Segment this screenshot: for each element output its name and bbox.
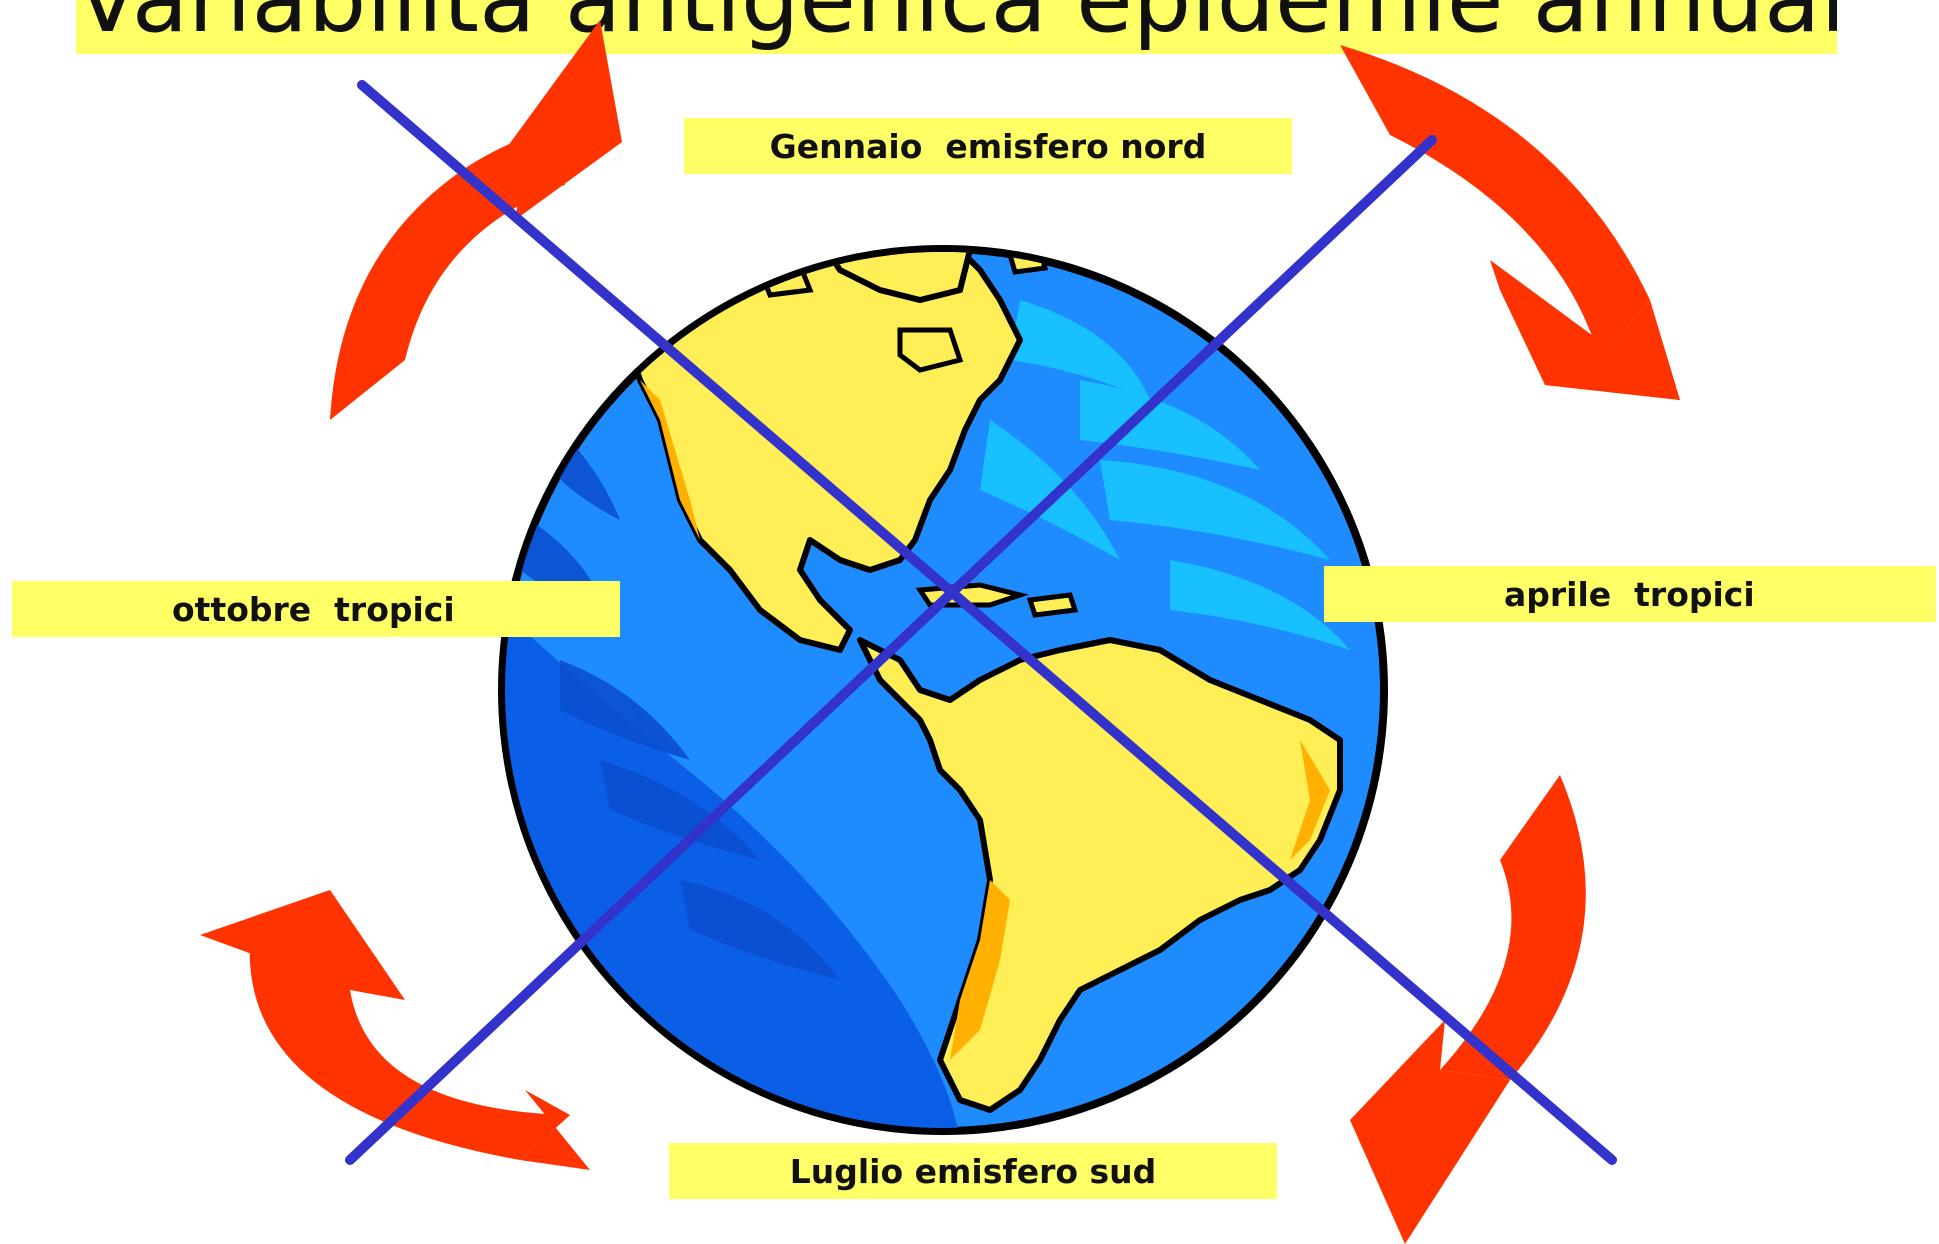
label-north: Gennaio emisfero nord (684, 118, 1292, 174)
title-bar: Variabilità antigenica epidemie annuali (76, 0, 1837, 54)
diagonal-line-2 (345, 135, 1437, 1165)
arrow-top-left (330, 20, 622, 420)
globe-icon (498, 245, 1388, 1135)
diagonal-line-1 (357, 80, 1617, 1165)
arrow-bottom-left (200, 890, 590, 1170)
page-title: Variabilità antigenica epidemie annuali (76, 0, 1837, 48)
label-south: Luglio emisfero sud (669, 1143, 1277, 1199)
arrow-top-right (1340, 45, 1680, 400)
label-east: aprile tropici (1324, 566, 1936, 622)
arrow-bottom-right (1350, 775, 1586, 1244)
label-west: ottobre tropici (12, 581, 620, 637)
